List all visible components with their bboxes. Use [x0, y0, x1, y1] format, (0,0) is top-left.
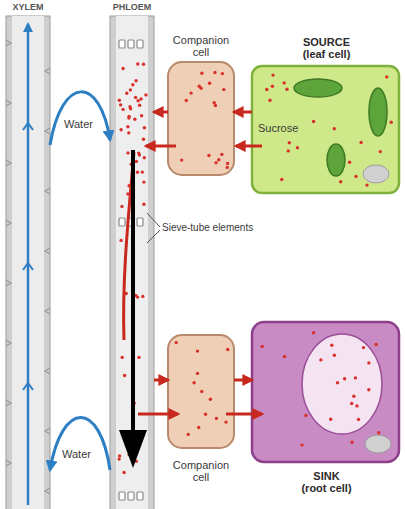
xylem-vessel: XYLEM [6, 2, 50, 509]
sucrose-arrow [138, 413, 178, 416]
node-label: Companion cell [168, 34, 234, 58]
pressure-flow-head [119, 430, 147, 468]
source-leaf-cell: SOURCE (leaf cell) [252, 36, 401, 193]
phloem-tube [110, 16, 154, 509]
leader-line [147, 213, 160, 227]
xylem-tube [6, 16, 50, 509]
companion-cell-shape [168, 335, 234, 448]
phloem-tube: PHLOEM [110, 2, 154, 509]
leaf-cell-shape [252, 66, 399, 193]
edge-label: Sucrose [258, 122, 298, 134]
node-label: Companion cell [168, 459, 234, 483]
node-label: SINK (root cell) [300, 470, 353, 494]
sucrose-arrow [154, 379, 168, 382]
sucrose-arrow [234, 111, 252, 114]
edge-label: Water [62, 448, 91, 460]
vacuole [302, 334, 382, 434]
edge-label: Water [64, 118, 93, 130]
companion-cell: Companion cell [168, 335, 234, 483]
xylem-lumen [12, 16, 44, 509]
sink-root-cell: SINK (root cell) [252, 322, 401, 494]
companion-cell-shape [168, 62, 234, 175]
nucleus [363, 165, 389, 183]
node-label: XYLEM [6, 2, 50, 12]
node-label: PHLOEM [110, 2, 154, 12]
leader-line [147, 230, 160, 243]
nucleus [365, 435, 391, 453]
water-arrow [50, 418, 110, 471]
phloem-lumen [116, 16, 148, 509]
sucrose-dots [117, 62, 393, 474]
chloroplast [294, 79, 342, 97]
companion-cell: Companion cell [168, 34, 234, 175]
node-label: SOURCE (leaf cell) [300, 36, 353, 60]
sucrose-arrow [146, 145, 176, 148]
pressure-flow-arrow [131, 150, 135, 432]
sucrose-arrow [154, 111, 168, 114]
part-label: Sieve-tube elements [162, 222, 253, 234]
chloroplast [327, 144, 345, 176]
root-cell-shape [252, 322, 399, 462]
chloroplast [369, 88, 387, 136]
water-arrow [50, 92, 110, 145]
water-chevrons [23, 123, 33, 390]
sucrose-arrow [226, 413, 262, 416]
sucrose-arrow [234, 379, 252, 382]
sucrose-arrow [236, 145, 262, 148]
